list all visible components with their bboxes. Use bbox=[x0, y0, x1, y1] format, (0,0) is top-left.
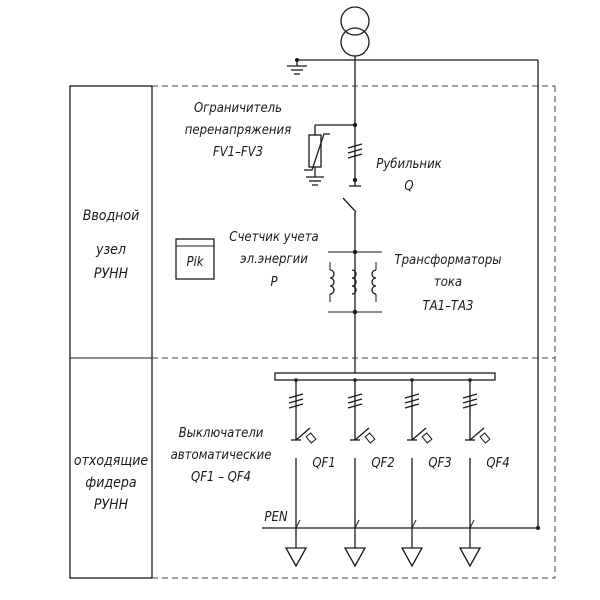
pen-label: PEN bbox=[264, 510, 287, 525]
panel-input-label: Вводной узел РУНН bbox=[83, 208, 140, 282]
qf3-label: QF3 bbox=[428, 456, 451, 471]
svg-text:FV1–FV3: FV1–FV3 bbox=[213, 145, 263, 160]
power-transformer-symbol bbox=[340, 6, 370, 57]
svg-text:Ограничитель: Ограничитель bbox=[194, 101, 282, 116]
feeder-4 bbox=[458, 380, 491, 568]
svg-text:фидера: фидера bbox=[85, 475, 136, 491]
ground-icon bbox=[287, 60, 307, 75]
svg-text:Q: Q bbox=[404, 179, 413, 194]
qf1-label: QF1 bbox=[312, 456, 335, 471]
switch-label: Рубильник Q bbox=[376, 157, 441, 194]
panel-frame bbox=[69, 85, 153, 579]
feeder-2 bbox=[343, 380, 376, 568]
svg-text:P: P bbox=[270, 275, 278, 290]
surge-limiter-label: Ограничитель перенапряжения FV1–FV3 bbox=[185, 101, 291, 160]
svg-text:Рубильник: Рубильник bbox=[376, 157, 441, 172]
svg-text:Pik: Pik bbox=[186, 255, 204, 270]
knife-switch-symbol bbox=[342, 180, 361, 213]
panel-feeders-label: отходящие фидера РУНН bbox=[74, 453, 149, 513]
qf4-label: QF4 bbox=[486, 456, 509, 471]
svg-text:Трансформаторы: Трансформаторы bbox=[394, 253, 501, 268]
svg-text:Счетчик учета: Счетчик учета bbox=[229, 230, 318, 245]
meter-box: Pik bbox=[175, 238, 215, 280]
main-conductor bbox=[352, 56, 358, 373]
meter-label: Счетчик учета эл.энергии P bbox=[229, 230, 318, 290]
svg-text:ТА1–ТА3: ТА1–ТА3 bbox=[422, 299, 473, 314]
svg-text:перенапряжения: перенапряжения bbox=[185, 123, 291, 138]
svg-text:QF1 – QF4: QF1 – QF4 bbox=[191, 470, 251, 485]
breakers-label: Выключатели автоматические QF1 – QF4 bbox=[171, 426, 272, 485]
qf2-label: QF2 bbox=[371, 456, 394, 471]
busbar bbox=[274, 372, 496, 381]
svg-text:РУНН: РУНН bbox=[94, 497, 129, 513]
surge-arrester-symbol bbox=[304, 124, 355, 186]
svg-text:эл.энергии: эл.энергии bbox=[240, 252, 308, 267]
svg-text:автоматические: автоматические bbox=[171, 448, 272, 463]
current-transformers-label: Трансформаторы тока ТА1–ТА3 bbox=[394, 253, 501, 314]
pen-conductor bbox=[262, 519, 540, 530]
current-transformer-symbols bbox=[328, 251, 382, 313]
neutral-conductor bbox=[295, 58, 539, 528]
feeder-3 bbox=[400, 380, 433, 568]
svg-text:РУНН: РУНН bbox=[94, 266, 129, 282]
svg-text:Вводной: Вводной bbox=[83, 208, 140, 224]
svg-text:тока: тока bbox=[434, 275, 462, 290]
enclosure-dashed bbox=[152, 85, 556, 579]
feeder-1 bbox=[284, 380, 317, 568]
svg-text:Выключатели: Выключатели bbox=[179, 426, 264, 441]
svg-text:отходящие: отходящие bbox=[74, 453, 149, 469]
svg-text:узел: узел bbox=[95, 242, 126, 258]
three-phase-ticks bbox=[347, 143, 363, 159]
